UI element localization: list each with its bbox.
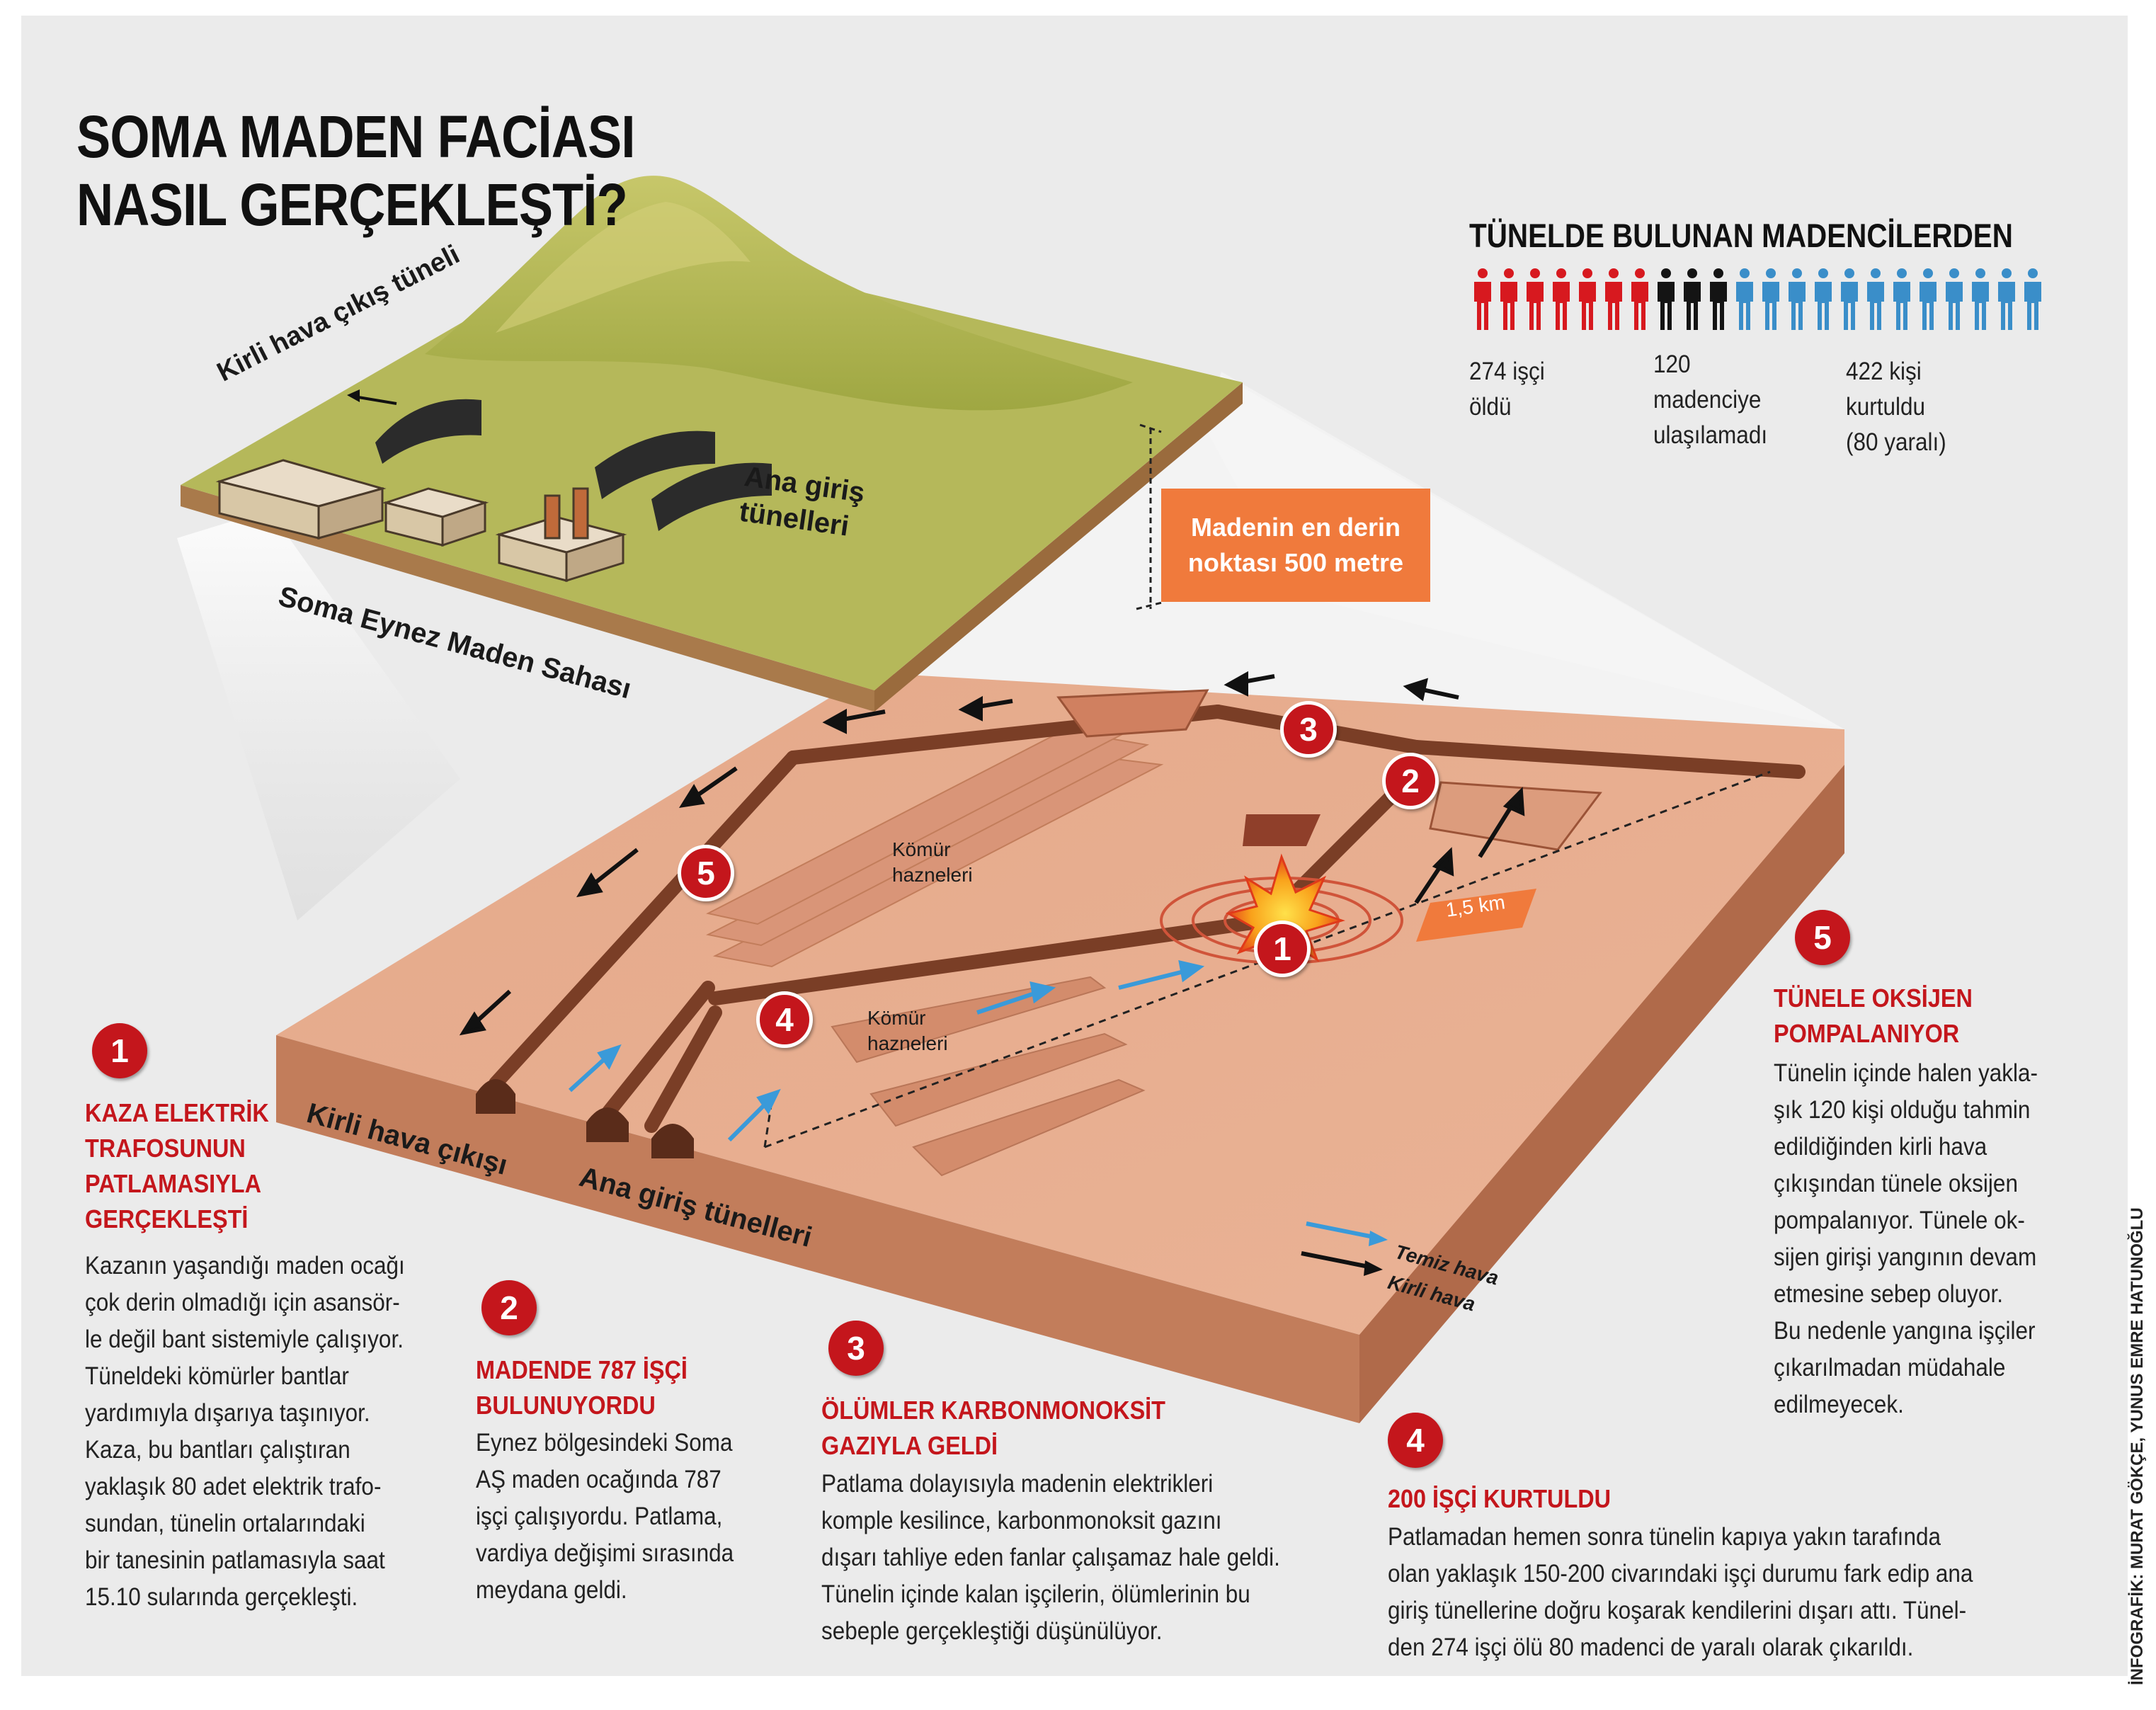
miner-blue-icon bbox=[1736, 268, 1753, 330]
shaft-center bbox=[1243, 814, 1321, 846]
underground-front bbox=[276, 1035, 1359, 1423]
miner-black-icon bbox=[1684, 268, 1701, 330]
miner-red-icon bbox=[1474, 268, 1491, 330]
surface-side-right bbox=[874, 382, 1243, 712]
clean-air-arrows bbox=[568, 960, 1205, 1142]
section-4-body: Patlamadan hemen sonra tünelin kapıya ya… bbox=[1388, 1523, 1973, 1661]
tunnel-mouths bbox=[476, 1079, 694, 1158]
label-coal-bunkers-1: Kömür hazneleri bbox=[892, 838, 973, 886]
miner-black-icon bbox=[1710, 268, 1727, 330]
shaft-right bbox=[1429, 781, 1602, 851]
group-dead: 274 işçi öldü bbox=[1469, 354, 1545, 425]
distance-tag bbox=[1416, 889, 1536, 942]
miner-red-icon bbox=[1579, 268, 1596, 330]
group-unreached-line2: madenciye bbox=[1653, 386, 1762, 414]
section-4-title: 200 İŞÇİ KURTULDU bbox=[1388, 1484, 1612, 1513]
miner-icons bbox=[1474, 268, 2041, 330]
group-rescued-line2: kurtuldu bbox=[1846, 393, 1926, 421]
miner-red-icon bbox=[1605, 268, 1622, 330]
group-unreached: 120 madenciye ulaşılamadı bbox=[1653, 347, 1767, 453]
miner-blue-icon bbox=[1789, 268, 1806, 330]
section-5-body: Tünelin içinde halen yakla- şık 120 kişi… bbox=[1774, 1059, 2038, 1418]
projection-beam-left bbox=[177, 510, 460, 920]
group-rescued-line3: (80 yaralı) bbox=[1846, 428, 1946, 456]
surface-side-front bbox=[181, 485, 874, 712]
underground-top bbox=[276, 673, 1844, 1335]
miner-black-icon bbox=[1658, 268, 1675, 330]
map-badge-1: 1 bbox=[1254, 920, 1311, 977]
miner-blue-icon bbox=[1893, 268, 1910, 330]
map-badge-2: 2 bbox=[1382, 753, 1439, 809]
miner-blue-icon bbox=[1920, 268, 1937, 330]
surface-buildings bbox=[215, 459, 627, 583]
group-dead-line2: öldü bbox=[1469, 393, 1512, 421]
section-4-badge: 4 bbox=[1388, 1413, 1443, 1468]
miners-heading: TÜNELDE BULUNAN MADENCİLERDEN bbox=[1469, 217, 2013, 254]
miner-blue-icon bbox=[1998, 268, 2015, 330]
group-dead-line1: 274 işçi bbox=[1469, 358, 1545, 385]
section-1-title: KAZA ELEKTRİK TRAFOSUNUN PATLAMASIYLA GE… bbox=[85, 1098, 269, 1233]
miner-red-icon bbox=[1527, 268, 1544, 330]
map-badge-4: 4 bbox=[756, 991, 813, 1048]
miner-red-icon bbox=[1631, 268, 1648, 330]
depth-note: Madenin en derin noktası 500 metre bbox=[1161, 489, 1430, 602]
section-1-body: Kazanın yaşandığı maden ocağı çok derin … bbox=[85, 1252, 405, 1611]
group-rescued: 422 kişi kurtuldu (80 yaralı) bbox=[1846, 354, 1946, 460]
section-2-title: MADENDE 787 İŞÇİ BULUNUYORDU bbox=[476, 1355, 688, 1420]
map-badge-5: 5 bbox=[678, 845, 734, 901]
page-title: SOMA MADEN FACİASI NASIL GERÇEKLEŞTİ? bbox=[76, 103, 635, 239]
section-3-badge: 3 bbox=[828, 1321, 884, 1376]
miner-blue-icon bbox=[1867, 268, 1884, 330]
depth-note-text: Madenin en derin noktası 500 metre bbox=[1187, 513, 1404, 577]
miner-blue-icon bbox=[1841, 268, 1858, 330]
title-line-2: NASIL GERÇEKLEŞTİ? bbox=[76, 171, 628, 238]
section-3-body: Patlama dolayısıyla madenin elektrikleri… bbox=[821, 1470, 1280, 1645]
map-badge-3: 3 bbox=[1280, 701, 1337, 758]
label-coal-bunkers-2: Kömür hazneleri bbox=[867, 1007, 948, 1054]
miner-blue-icon bbox=[1762, 268, 1779, 330]
section-3-title: ÖLÜMLER KARBONMONOKSİT GAZIYLA GELDİ bbox=[821, 1396, 1165, 1460]
depth-indicator bbox=[1136, 423, 1165, 610]
section-5-title: TÜNELE OKSİJEN POMPALANIYOR bbox=[1774, 984, 1973, 1048]
surface-tunnel-arches bbox=[375, 399, 772, 531]
credit: İNFOGRAFİK: MURAT GÖKÇE, YUNUS EMRE HATU… bbox=[2128, 1207, 2147, 1685]
group-unreached-line1: 120 bbox=[1653, 350, 1691, 378]
underground-side bbox=[1359, 765, 1844, 1423]
miner-blue-icon bbox=[1972, 268, 1989, 330]
miner-blue-icon bbox=[1946, 268, 1963, 330]
section-2-badge: 2 bbox=[481, 1280, 537, 1335]
dirty-air-arrows bbox=[459, 671, 1525, 1036]
miner-red-icon bbox=[1553, 268, 1570, 330]
miner-blue-icon bbox=[1815, 268, 1832, 330]
section-2-body: Eynez bölgesindeki Soma AŞ maden ocağınd… bbox=[476, 1429, 734, 1604]
legend-arrows bbox=[1301, 1221, 1388, 1276]
section-1-badge: 1 bbox=[92, 1023, 147, 1078]
coal-bunkers-upper bbox=[705, 715, 1164, 968]
group-rescued-line1: 422 kişi bbox=[1846, 358, 1922, 385]
title-line-1: SOMA MADEN FACİASI bbox=[76, 103, 635, 170]
section-5-badge: 5 bbox=[1795, 910, 1850, 965]
miner-red-icon bbox=[1500, 268, 1517, 330]
shaft-top bbox=[1056, 689, 1209, 738]
miner-blue-icon bbox=[2024, 268, 2041, 330]
group-unreached-line3: ulaşılamadı bbox=[1653, 421, 1768, 449]
